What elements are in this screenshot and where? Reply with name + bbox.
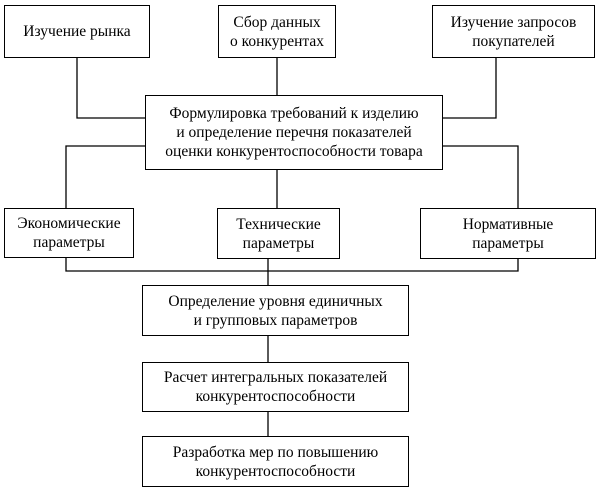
box-market-study: Изучение рынка (4, 5, 150, 58)
box-normative-parameters: Нормативные параметры (420, 208, 596, 259)
connector-requirements-to-economic (65, 145, 145, 208)
connector-parameters-join (65, 258, 519, 272)
box-technical-parameters: Технические параметры (217, 208, 340, 259)
box-level-determination: Определение уровня единичных и групповых… (142, 285, 409, 336)
connector-market-to-requirements (76, 58, 145, 119)
box-integral-calculation: Расчет интегральных показателей конкурен… (142, 362, 409, 412)
box-economic-parameters: Экономические параметры (4, 208, 134, 258)
connector-requirements-to-normative (443, 145, 519, 208)
connector-buyers-to-requirements (443, 58, 497, 119)
box-buyer-requests: Изучение запросов покупателей (432, 5, 595, 58)
box-improvement-measures: Разработка мер по повышению конкурентосп… (142, 436, 409, 487)
box-competitor-data: Сбор данных о конкурентах (218, 5, 336, 58)
box-requirements: Формулировка требований к изделию и опре… (145, 95, 443, 170)
